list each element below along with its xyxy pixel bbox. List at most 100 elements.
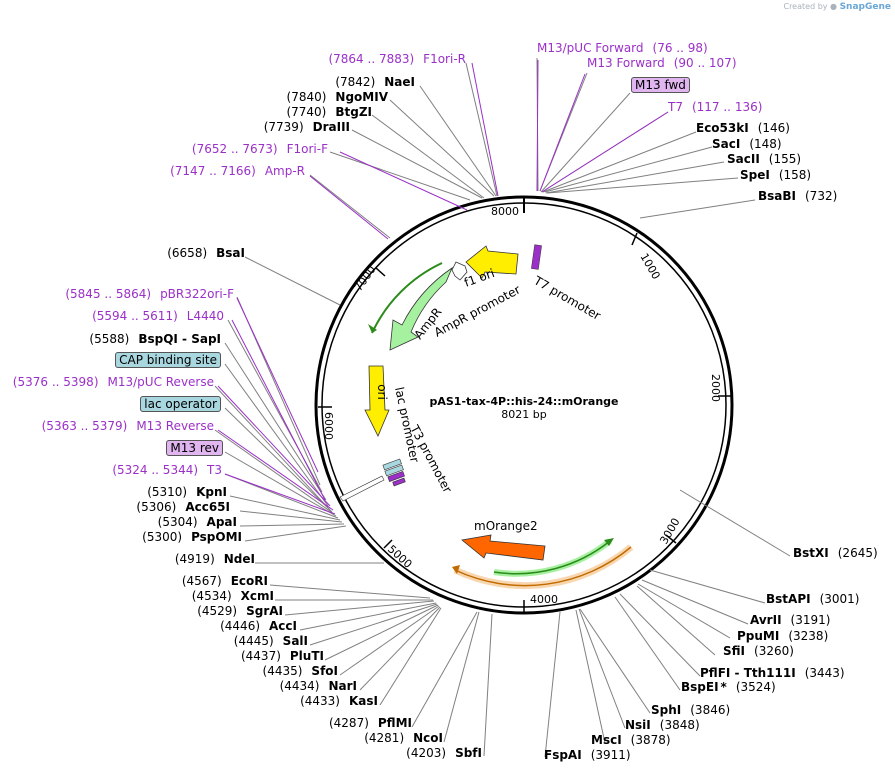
label-name: SalI	[282, 634, 308, 648]
map-label-right-17[interactable]: NsiI(3848)	[625, 718, 700, 732]
label-name: PflMI	[377, 716, 412, 730]
map-label-left-29[interactable]: (4434)NarI	[280, 679, 357, 693]
map-label-right-18[interactable]: MscI(3878)	[591, 733, 671, 747]
map-label-left-19[interactable]: (5304)ApaI	[158, 515, 237, 529]
feature-cluster-lac[interactable]	[339, 458, 406, 502]
label-position: (3524)	[735, 680, 776, 694]
map-label-left-5[interactable]: (7652 .. 7673)F1ori-F	[192, 142, 328, 156]
map-label-right-12[interactable]: PpuMI (3238)	[737, 629, 828, 643]
map-label-right-14[interactable]: PflFI - Tth111I(3443)	[700, 666, 845, 680]
feature-t7-promoter[interactable]: T7 promoter	[531, 244, 603, 323]
map-label-left-11[interactable]: CAP binding site	[115, 352, 221, 368]
map-label-right-10[interactable]: BstAPI(3001)	[766, 592, 859, 606]
label-name: SbfI	[455, 746, 482, 760]
plasmid-length: 8021 bp	[501, 408, 546, 421]
feature-morange-arc[interactable]	[452, 544, 634, 590]
feature-f1-ori[interactable]: f1 ori	[462, 245, 519, 290]
map-label-right-7[interactable]: SpeI(158)	[740, 168, 811, 182]
map-label-left-16[interactable]: (5324 .. 5344)T3	[112, 463, 222, 477]
feature-box-label[interactable]: M13 rev	[166, 440, 223, 456]
label-position: (4433)	[300, 694, 340, 708]
feature-morange2[interactable]: mOrange2	[461, 519, 546, 561]
label-position: (4434)	[279, 679, 320, 693]
map-label-left-24[interactable]: (4529)SgrAI	[197, 604, 283, 618]
map-label-left-20[interactable]: (5300)PspOMI	[142, 530, 242, 544]
label-position: (4281)	[364, 731, 405, 745]
map-label-right-4[interactable]: Eco53kI(146)	[696, 121, 790, 135]
feature-box-label[interactable]: lac operator	[140, 396, 221, 412]
map-label-right-8[interactable]: BsaBI(732)	[758, 189, 837, 203]
feature-label-morange2: mOrange2	[474, 519, 538, 533]
map-label-left-26[interactable]: (4445)SalI	[234, 634, 308, 648]
label-position: (3191)	[790, 613, 831, 627]
map-label-left-3[interactable]: (7740)BtgZI	[286, 105, 372, 119]
map-label-left-0[interactable]: (7864 .. 7883)F1ori-R	[328, 52, 466, 66]
map-label-left-30[interactable]: (4433)KasI	[300, 694, 378, 708]
map-label-left-15[interactable]: M13 rev	[166, 440, 223, 456]
label-name: M13/pUC Forward	[537, 41, 644, 55]
label-position: (5845 .. 5864)	[65, 287, 152, 301]
label-name: F1ori-R	[423, 52, 466, 66]
label-position: (7840)	[286, 90, 327, 104]
label-name: BsaI	[216, 246, 245, 260]
map-label-right-3[interactable]: T7(117 .. 136)	[668, 100, 762, 114]
map-label-right-5[interactable]: SacI(148)	[712, 137, 782, 151]
map-label-left-23[interactable]: (4534)XcmI	[192, 589, 274, 603]
label-position: (4203)	[406, 746, 447, 760]
map-label-left-1[interactable]: (7842)NaeI	[335, 75, 415, 89]
map-label-left-32[interactable]: (4281)NcoI	[364, 731, 443, 745]
map-label-right-11[interactable]: AvrII(3191)	[750, 613, 830, 627]
label-name: F1ori-F	[286, 142, 328, 156]
label-name: NgoMIV	[335, 90, 388, 104]
map-label-left-27[interactable]: (4437)PluTI	[241, 649, 324, 663]
map-label-left-21[interactable]: (4919)NdeI	[175, 552, 255, 566]
map-label-right-13[interactable]: SfiI(3260)	[723, 644, 794, 658]
label-name: AccI	[269, 619, 297, 633]
map-label-left-9[interactable]: (5594 .. 5611)L4440	[92, 309, 224, 323]
feature-box-label[interactable]: CAP binding site	[115, 352, 221, 368]
map-label-left-25[interactable]: (4446)AccI	[220, 619, 297, 633]
map-label-right-9[interactable]: BstXI(2645)	[793, 546, 878, 560]
label-position: (5594 .. 5611)	[92, 309, 178, 323]
map-label-right-19[interactable]: FspAI(3911)	[544, 748, 631, 762]
label-name: KpnI	[196, 485, 227, 499]
map-label-left-22[interactable]: (4567)EcoRI	[182, 574, 268, 588]
label-position: (3878)	[630, 733, 671, 747]
map-label-right-16[interactable]: SphI(3846)	[651, 703, 730, 717]
map-label-left-31[interactable]: (4287)PflMI	[329, 716, 412, 730]
map-label-left-6[interactable]: (7147 .. 7166)Amp-R	[170, 164, 305, 178]
label-name: BstAPI	[766, 592, 811, 606]
map-label-left-4[interactable]: (7739)DraIII	[264, 120, 350, 134]
label-position: (6658)	[167, 246, 208, 260]
map-label-left-10[interactable]: (5588)BspQI - SapI	[89, 332, 221, 346]
label-name: PpuMI	[737, 629, 780, 643]
feature-ori[interactable]: ori	[364, 365, 390, 437]
label-position: (7739)	[263, 120, 304, 134]
map-label-left-12[interactable]: (5376 .. 5398)M13/pUC Reverse	[13, 375, 214, 389]
map-label-left-18[interactable]: (5306)Acc65I	[136, 500, 230, 514]
label-position: (4437)	[240, 649, 281, 663]
label-position: (5310)	[147, 485, 188, 499]
map-label-right-6[interactable]: SacII(155)	[727, 152, 801, 166]
map-label-left-28[interactable]: (4435)SfoI	[263, 664, 338, 678]
label-position: (7147 .. 7166)	[170, 164, 256, 178]
map-label-left-17[interactable]: (5310) KpnI	[147, 485, 227, 499]
label-name: PflFI	[700, 666, 731, 680]
map-label-right-1[interactable]: M13 Forward(90 .. 107)	[587, 56, 737, 70]
label-position: (7740)	[286, 105, 327, 119]
map-label-left-2[interactable]: (7840) NgoMIV	[287, 90, 388, 104]
map-label-right-15[interactable]: BspEI*(3524)	[681, 680, 776, 694]
map-label-right-2[interactable]: M13 fwd	[631, 77, 690, 93]
map-label-left-13[interactable]: lac operator	[140, 396, 221, 412]
map-label-left-33[interactable]: (4203) SbfI	[406, 746, 482, 760]
label-name: M13 Reverse	[136, 419, 214, 433]
map-label-right-0[interactable]: M13/pUC Forward(76 .. 98)	[537, 41, 708, 55]
label-position: (148)	[749, 137, 782, 151]
feature-box-label[interactable]: M13 fwd	[631, 77, 690, 93]
map-label-left-7[interactable]: (6658) BsaI	[167, 246, 245, 260]
label-position: (3238)	[788, 629, 829, 643]
map-label-left-8[interactable]: (5845 .. 5864)pBR322ori-F	[65, 287, 234, 301]
feature-his24-arc[interactable]	[493, 538, 614, 577]
watermark-prefix: Created by	[783, 2, 828, 11]
map-label-left-14[interactable]: (5363 .. 5379)M13 Reverse	[42, 419, 214, 433]
